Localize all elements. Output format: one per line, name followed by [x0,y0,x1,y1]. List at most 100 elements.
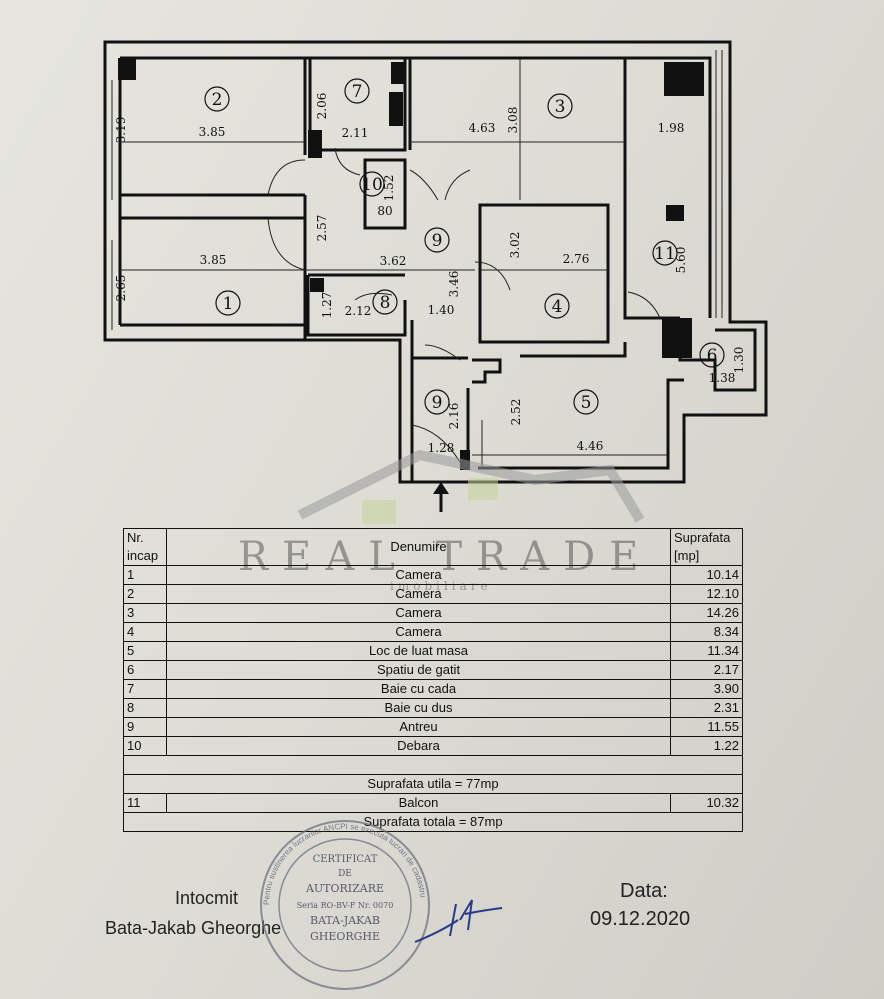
spacer-cell [123,755,743,775]
cell-nr: 6 [123,660,167,680]
room-number-circle [573,389,599,415]
stamp-line-1: CERTIFICAT [313,854,378,865]
room-height-dimension: 2.57 [315,215,329,242]
room-number-circle [215,290,241,316]
room-height-dimension: 2.52 [509,399,523,426]
extra-dimension: 1.40 [428,303,455,317]
cell-area: 14.26 [670,603,743,623]
plan-inner-lines [111,50,723,466]
extra-dimension: 3.46 [447,271,461,298]
room-width-dimension: 3.62 [380,254,407,268]
cell-name: Camera [166,622,671,642]
room-width-dimension: 3.85 [200,253,227,267]
cell-area: 3.90 [670,679,743,699]
room-number-circle [424,389,450,415]
signature [414,899,503,943]
cell-area: 10.32 [670,793,743,813]
col-header-nr: Nr. incap [123,528,167,566]
room-width-dimension: 4.46 [577,439,604,453]
room-number: 2 [212,90,223,110]
date-label: Data: [620,880,668,902]
room-number-circle [204,86,230,112]
stamp-line-5: BATA-JAKAB [310,914,380,927]
total-area-row: Suprafata totala = 87mp [123,812,743,832]
cell-area: 2.17 [670,660,743,680]
cell-area: 11.34 [670,641,743,661]
cell-area: 2.31 [670,698,743,718]
useful-area-row: Suprafata utila = 77mp [123,774,743,794]
cell-area: 8.34 [670,622,743,642]
room-number: 6 [707,346,718,366]
room-width-dimension: 3.85 [199,125,226,139]
cell-nr: 4 [123,622,167,642]
stamp-line-2: DE [338,869,352,879]
room-number: 10 [361,175,383,195]
cell-name: Debara [166,736,671,756]
cell-name: Camera [166,584,671,604]
room-height-dimension: 5.60 [674,247,688,274]
room-number: 5 [581,393,592,413]
plan-walls [103,40,768,484]
room-height-dimension: 1.27 [320,292,334,319]
cell-name: Balcon [166,793,671,813]
room-number-circle [652,240,678,266]
room-number: 3 [555,97,566,117]
cell-nr: 8 [123,698,167,718]
room-height-dimension: 2.06 [315,93,329,120]
col-header-name: Denumire [166,528,671,566]
room-number-circle [547,93,573,119]
cell-area: 10.14 [670,565,743,585]
room-width-dimension: 80 [377,204,392,218]
room-number: 11 [654,244,676,264]
cell-area: 1.22 [670,736,743,756]
room-width-dimension: 2.76 [563,252,590,266]
date-value: 09.12.2020 [590,908,691,930]
room-number-circle [699,342,725,368]
room-height-dimension: 3.02 [508,232,522,259]
cell-name: Baie cu cada [166,679,671,699]
made-by-label: Intocmit [175,888,239,908]
cell-nr: 10 [123,736,167,756]
col-header-area: Suprafata [mp] [670,528,743,566]
room-width-dimension: 2.12 [345,304,372,318]
cell-nr: 5 [123,641,167,661]
room-number: 1 [223,294,234,314]
useful-area-cell: Suprafata utila = 77mp [123,774,743,794]
table-header-row: Nr. incap Denumire Suprafata [mp] [123,528,743,566]
room-width-dimension: 1.98 [658,121,685,135]
room-height-dimension: 1.52 [382,175,396,202]
cell-area: 11.55 [670,717,743,737]
room-number: 9 [432,393,443,413]
room-number: 4 [552,297,563,317]
cell-name: Camera [166,565,671,585]
room-width-dimension: 2.11 [342,126,369,140]
stamp-line-3: AUTORIZARE [305,882,384,895]
entrance-arrow-icon [433,482,449,512]
cell-nr: 7 [123,679,167,699]
cell-name: Antreu [166,717,671,737]
room-number: 7 [352,82,363,102]
cell-area: 12.10 [670,584,743,604]
room-number: 9 [432,231,443,251]
extra-dimension: 1.28 [428,441,455,455]
room-number-circle [424,227,450,253]
cell-nr: 9 [123,717,167,737]
stamp-line-6: GHEORGHE [310,930,380,943]
room-height-dimension: 1.30 [732,347,746,374]
cell-nr: 2 [123,584,167,604]
total-area-cell: Suprafata totala = 87mp [123,812,743,832]
